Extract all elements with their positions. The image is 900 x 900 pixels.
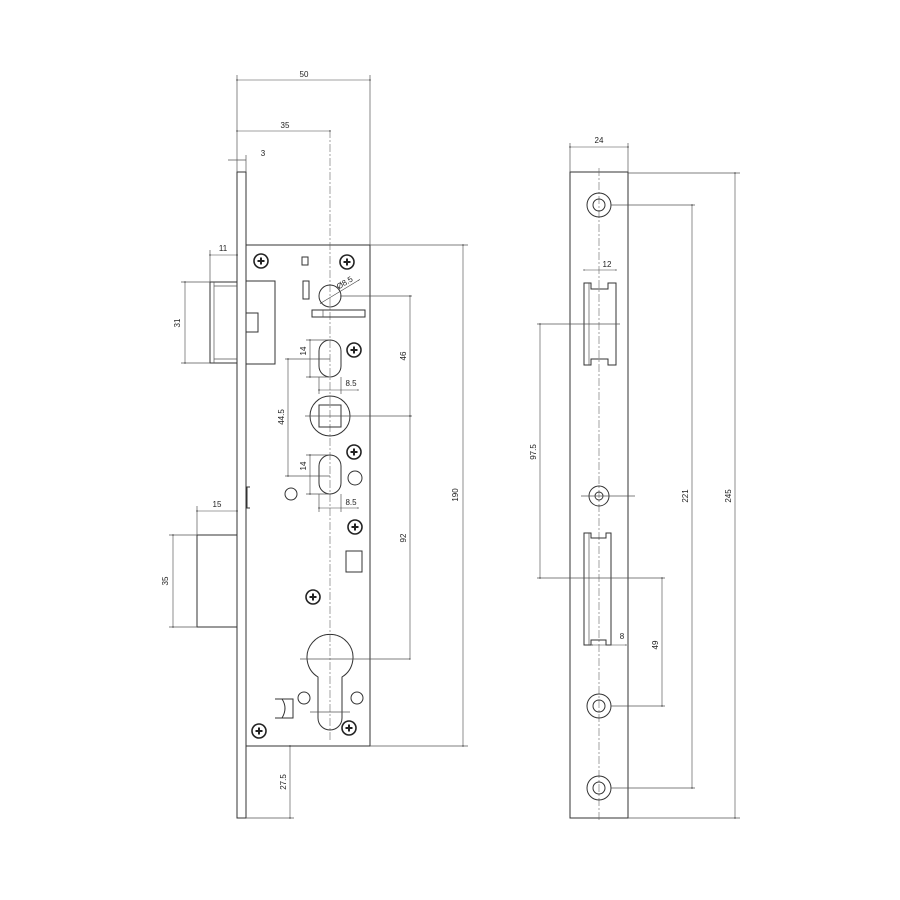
dim-label: 44.5 xyxy=(277,409,286,425)
dead-bolt xyxy=(196,534,238,628)
dim-label: 27.5 xyxy=(279,774,288,790)
dim-label: 35 xyxy=(281,121,290,130)
dim-label: 3 xyxy=(261,149,266,158)
cylinder-profile xyxy=(306,633,354,731)
dim-label: 8 xyxy=(620,632,625,641)
lower-slot xyxy=(318,454,342,495)
strike-plate-view: 24 12 97.5 8 49 221 245 xyxy=(529,136,740,822)
screw-icon xyxy=(346,444,362,460)
dimensions: 50 35 3 11 31 15 35 Ø8.5 14 8.5 44.5 14 xyxy=(161,70,468,820)
dim-label: 11 xyxy=(219,244,228,253)
dim-label: 8.5 xyxy=(345,379,357,388)
dim-label: 46 xyxy=(399,351,408,360)
catch xyxy=(246,486,250,509)
dim-label: 92 xyxy=(399,533,408,542)
dim-label: 24 xyxy=(595,136,604,145)
dim-label: 221 xyxy=(681,489,690,503)
screw-icon xyxy=(251,723,267,739)
dimensions: 24 12 97.5 8 49 221 245 xyxy=(529,136,740,820)
bolt-opening xyxy=(583,532,612,646)
dim-label: 97.5 xyxy=(529,444,538,460)
faceplate xyxy=(236,171,247,819)
screw-icon xyxy=(253,253,269,269)
mortise-lock-front-view: 50 35 3 11 31 15 35 Ø8.5 14 8.5 44.5 14 xyxy=(161,70,468,820)
screw-icon xyxy=(305,589,321,605)
screws xyxy=(251,253,363,739)
dim-label: 15 xyxy=(213,500,222,509)
dim-label: 14 xyxy=(299,346,308,355)
screw-icon xyxy=(339,254,355,270)
dim-label: 14 xyxy=(299,461,308,470)
dim-label: 245 xyxy=(724,489,733,503)
screw-icon xyxy=(346,342,362,358)
lock-case xyxy=(245,244,371,747)
screw-icon xyxy=(341,720,357,736)
screw-icon xyxy=(347,519,363,535)
dim-label: 35 xyxy=(161,576,170,585)
latch-bolt xyxy=(209,280,276,365)
dim-label: 50 xyxy=(300,70,309,79)
dim-label: 49 xyxy=(651,640,660,649)
dim-label: 31 xyxy=(173,318,182,327)
dim-label: 8.5 xyxy=(345,498,357,507)
dim-label: 12 xyxy=(603,260,612,269)
dim-label: 190 xyxy=(451,488,460,502)
